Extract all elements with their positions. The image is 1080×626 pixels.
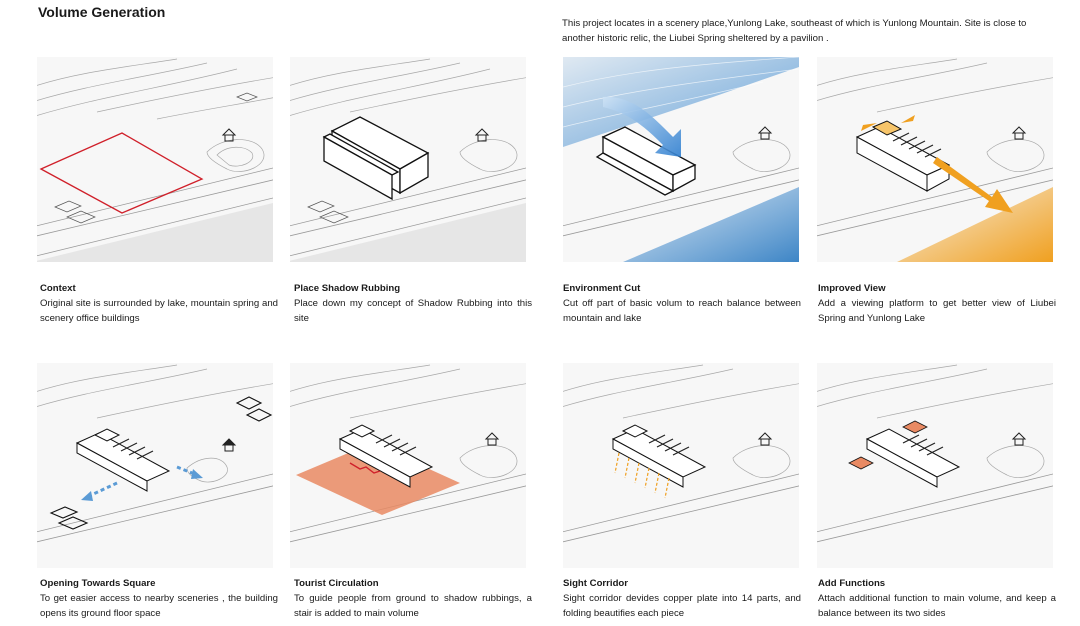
pavilion-icon: [484, 432, 500, 446]
caption-context: Context Original site is surrounded by l…: [40, 282, 278, 326]
step-title: Place Shadow Rubbing: [294, 283, 401, 294]
step-description: To get easier access to nearby sceneries…: [40, 593, 278, 619]
step-title: Improved View: [818, 283, 886, 294]
shadow-rubbing-volume: [322, 116, 430, 201]
caption-environment-cut: Environment Cut Cut off part of basic vo…: [563, 282, 801, 326]
wind-arrow: [603, 96, 681, 157]
step-title: Tourist Circulation: [294, 578, 379, 589]
caption-sight-corridor: Sight Corridor Sight corridor devides co…: [563, 577, 801, 621]
diagram-tourist-circulation: [290, 363, 526, 568]
cut-volume: [595, 126, 697, 196]
step-title: Environment Cut: [563, 283, 641, 294]
diagram-improved-view: [817, 57, 1053, 262]
step-description: Original site is surrounded by lake, mou…: [40, 298, 278, 324]
diagram-sight-corridor: [563, 363, 799, 568]
step-description: To guide people from ground to shadow ru…: [294, 593, 532, 619]
view-arrow: [933, 157, 1013, 213]
sight-corridor-lines: [614, 452, 670, 499]
diagram-opening-towards-square: [37, 363, 273, 568]
pavilion-icon: [757, 126, 773, 140]
pavilion-icon: [1011, 126, 1027, 140]
pavilion-icon: [757, 432, 773, 446]
volume-with-platform: [855, 120, 951, 192]
access-arrow-left: [86, 481, 118, 499]
step-description: Sight corridor devides copper plate into…: [563, 593, 801, 619]
caption-improved-view: Improved View Add a viewing platform to …: [818, 282, 1056, 326]
pavilion-icon: [1011, 432, 1027, 446]
step-title: Add Functions: [818, 578, 886, 589]
step-description: Attach additional function to main volum…: [818, 593, 1056, 619]
step-description: Add a viewing platform to get better vie…: [818, 298, 1056, 324]
office-buildings: [49, 396, 273, 530]
step-description: Place down my concept of Shadow Rubbing …: [294, 298, 532, 324]
step-title: Context: [40, 283, 76, 294]
step-description: Cut off part of basic volum to reach bal…: [563, 298, 801, 324]
step-title: Sight Corridor: [563, 578, 629, 589]
caption-tourist-circulation: Tourist Circulation To guide people from…: [294, 577, 532, 621]
step-title: Opening Towards Square: [40, 578, 156, 589]
diagram-environment-cut: [563, 57, 799, 262]
page-title: Volume Generation: [38, 4, 166, 20]
diagram-place-shadow-rubbing: [290, 57, 526, 262]
caption-place-shadow-rubbing: Place Shadow Rubbing Place down my conce…: [294, 282, 532, 326]
stair: [349, 462, 381, 474]
diagram-context: [37, 57, 273, 262]
caption-add-functions: Add Functions Attach additional function…: [818, 577, 1056, 621]
pavilion-icon: [474, 128, 490, 142]
caption-opening-towards-square: Opening Towards Square To get easier acc…: [40, 577, 278, 621]
added-functions: [848, 420, 928, 470]
diagram-add-functions: [817, 363, 1053, 568]
circulation-square: [296, 443, 460, 515]
site-boundary: [39, 132, 204, 214]
pavilion-icon: [221, 128, 237, 142]
pavilion-icon: [221, 438, 237, 452]
project-intro: This project locates in a scenery place,…: [562, 18, 1027, 44]
